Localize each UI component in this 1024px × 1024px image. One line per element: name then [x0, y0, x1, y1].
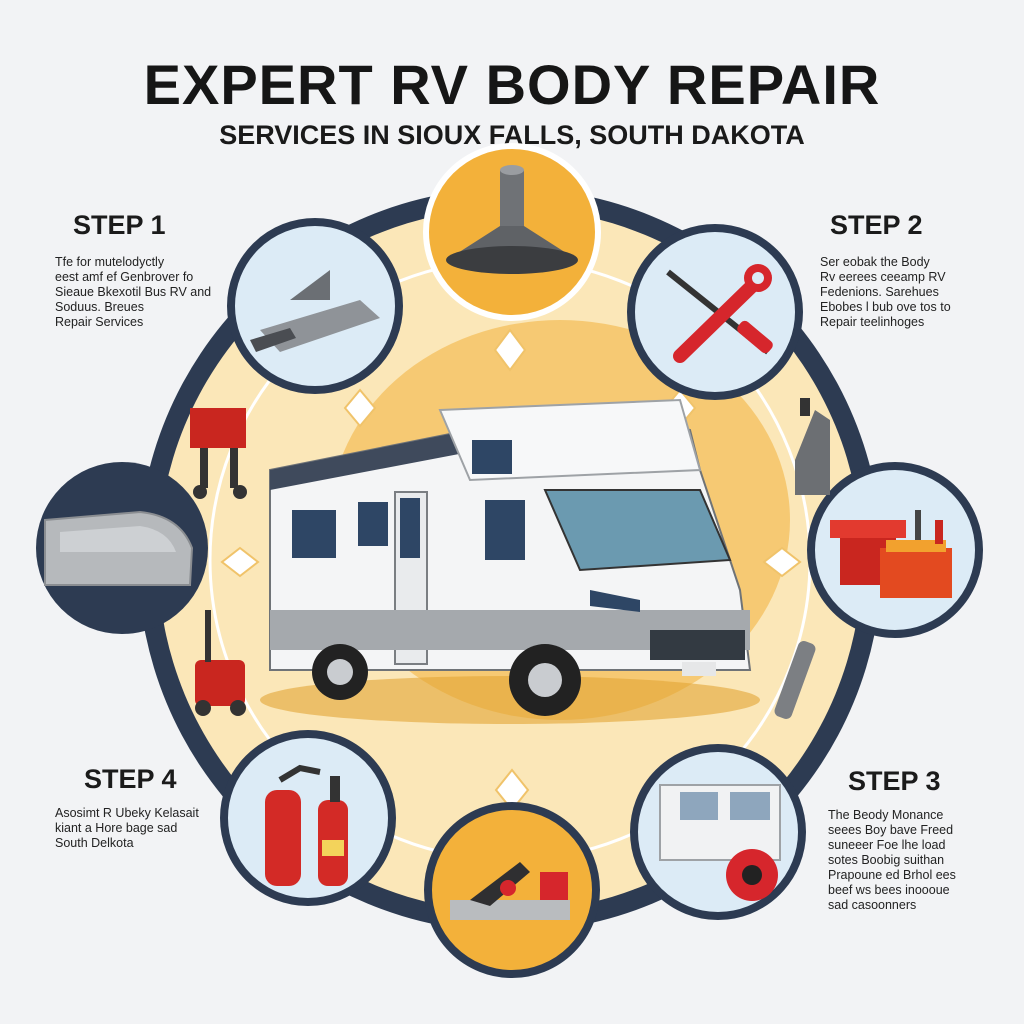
step-2-heading: STEP 2	[830, 210, 923, 240]
clamp-tool-icon	[424, 802, 600, 978]
step-1-heading: STEP 1	[73, 210, 166, 240]
step-4-description: Asosimt R Ubeky Kelasait kiant a Hore ba…	[55, 806, 199, 850]
rv-side-panel-icon	[36, 462, 208, 634]
toolbox-icon	[807, 462, 983, 638]
step-4-heading: STEP 4	[84, 764, 177, 794]
motorhome-icon	[260, 398, 760, 724]
page-title: EXPERT RV BODY REPAIR	[143, 53, 881, 116]
connector-top-left	[343, 388, 377, 428]
floor-jack-icon	[190, 408, 247, 499]
connector-top	[493, 328, 527, 372]
pressure-washer-icon	[195, 610, 246, 716]
fire-extinguisher-icon	[220, 730, 396, 906]
step-3-description: The Beody Monance seees Boy bave Freed s…	[828, 808, 956, 912]
sanding-tool-icon	[227, 218, 403, 394]
paint-sprayer-icon	[795, 398, 830, 495]
step-1-description: Tfe for mutelodyctly eest amf ef Genbrov…	[55, 255, 212, 329]
connector-left	[220, 546, 260, 578]
rv-front-panel-icon	[630, 744, 806, 920]
funnel-cone-icon	[423, 143, 601, 321]
step-3-heading: STEP 3	[848, 766, 941, 796]
connector-right	[762, 546, 802, 578]
wrench-screwdriver-icon	[627, 224, 803, 400]
step-2-description: Ser eobak the Body Rv eerees ceeamp RV F…	[820, 255, 951, 329]
scraper-icon	[774, 641, 816, 719]
